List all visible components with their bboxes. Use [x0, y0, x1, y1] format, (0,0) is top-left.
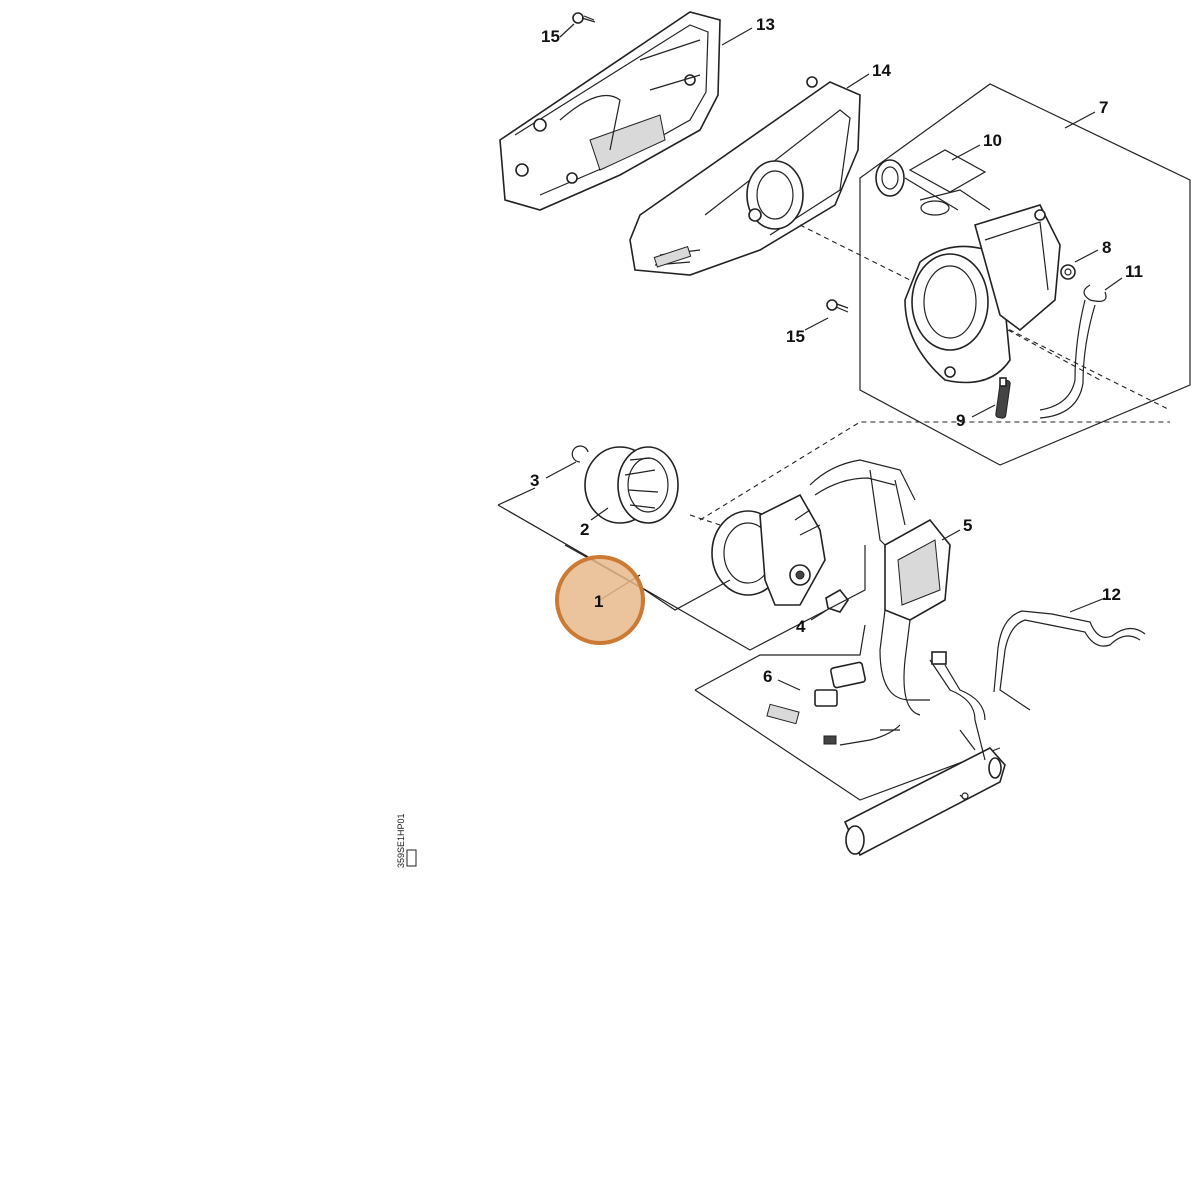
callout-3[interactable]: 3	[530, 471, 539, 490]
part-13-housing-cover[interactable]	[499, 11, 721, 211]
part-3-circlip[interactable]	[571, 445, 589, 463]
part-14-motor-housing[interactable]	[629, 76, 861, 276]
drawing-code-box	[406, 849, 417, 867]
callout-15-top[interactable]: 15	[541, 27, 560, 46]
handle-tube[interactable]	[843, 729, 1006, 857]
callout-5[interactable]: 5	[963, 516, 972, 535]
part-15-screw-mid[interactable]	[826, 299, 849, 313]
drawing-code: 359SE1HP01	[396, 813, 406, 868]
part-4-clip[interactable]	[825, 588, 849, 613]
callout-8[interactable]: 8	[1102, 238, 1111, 257]
part-7-fan-housing[interactable]	[904, 204, 1061, 384]
callout-2[interactable]: 2	[580, 520, 589, 539]
part-15-screw-top[interactable]	[572, 12, 596, 24]
callout-13[interactable]: 13	[756, 15, 775, 34]
part-9-connector[interactable]	[995, 377, 1011, 419]
part-8-nut[interactable]	[1060, 264, 1076, 280]
callout-1[interactable]: 1	[594, 592, 603, 611]
assembly-7-outline	[859, 83, 1191, 466]
callout-10[interactable]: 10	[983, 131, 1002, 150]
part-10-switch-assembly[interactable]	[875, 149, 991, 216]
callout-15-mid[interactable]: 15	[786, 327, 805, 346]
part-12-cable[interactable]	[993, 610, 1146, 711]
callout-7[interactable]: 7	[1099, 98, 1108, 117]
part-1-motor[interactable]	[711, 459, 916, 606]
part-11-hose[interactable]	[1039, 284, 1107, 419]
highlight-circle[interactable]	[555, 555, 645, 645]
part-2-fan-wheel[interactable]	[584, 446, 679, 524]
callout-12[interactable]: 12	[1102, 585, 1121, 604]
callout-4[interactable]: 4	[796, 617, 806, 636]
callout-6[interactable]: 6	[763, 667, 772, 686]
part-5-control-module[interactable]	[869, 469, 951, 716]
callout-14[interactable]: 14	[872, 61, 891, 80]
part-6-switch-set[interactable]	[766, 651, 947, 746]
assembly-6-outline	[694, 624, 1001, 801]
callout-9[interactable]: 9	[956, 411, 965, 430]
callout-11[interactable]: 11	[1125, 262, 1143, 281]
